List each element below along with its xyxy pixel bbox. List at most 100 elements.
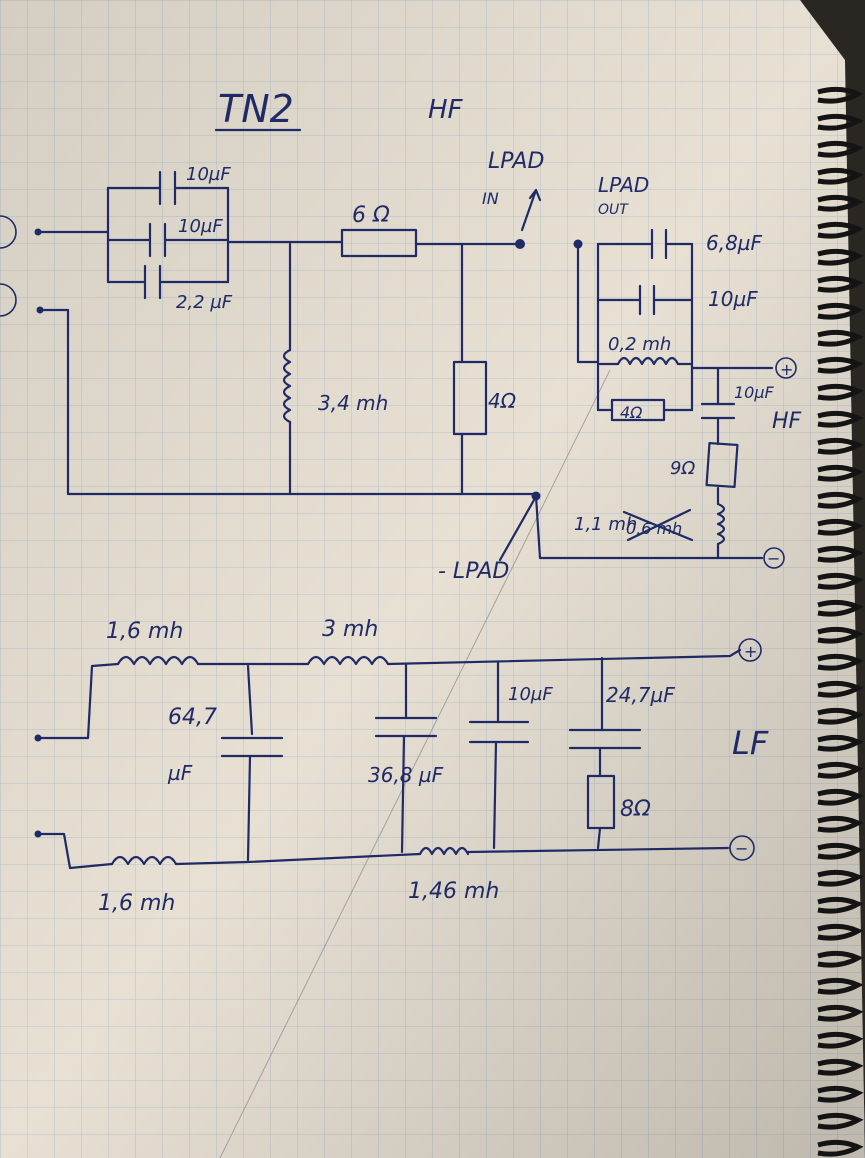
inductor-1-6mh-top [116,655,200,666]
inductor-label: 0,2 mh [608,334,671,355]
inductor-1-6mh-bottom [110,855,178,866]
plus-sign: + [780,360,793,379]
spiral-coil [817,1085,864,1103]
resistor-label: 4Ω [620,403,643,422]
wire [492,740,498,850]
capacitor-24-7uf [568,728,642,750]
capacitor-10uf [596,284,694,316]
wire [246,664,254,736]
hf-minus-terminal [763,547,785,569]
lpad-minus-label: - LPAD [438,559,509,584]
spiral-coil [817,869,864,887]
hf-return-bus [38,308,538,496]
cap-label: 10µF [508,684,553,705]
spiral-coil [817,194,864,212]
cap-label: 10µF [708,287,758,311]
inductor-label: 1,6 mh [98,891,175,916]
capacitor-hf-2 [106,222,230,258]
hf-input-terminal-top [0,215,17,249]
lpad-in-label: IN [482,189,499,208]
page-title: TN2 [218,87,294,131]
spiral-coil [817,923,864,941]
plus-sign: + [744,642,757,661]
spiral-coil [817,599,864,617]
spiral-coil [817,221,864,239]
capacitor-hf-1 [106,170,230,206]
spiral-coil [817,167,864,185]
cap-label: 10µF [186,164,231,185]
spiral-coil [817,410,864,428]
hf-input-terminal-bottom [0,283,17,317]
wire [174,852,422,866]
spiral-coil [817,140,864,158]
wire [596,826,602,850]
cap-label: 10µF [734,383,775,402]
inductor-0-2mh [596,356,694,366]
lpad-in-node [515,239,525,249]
lf-minus-terminal [729,835,755,861]
lf-plus-terminal [738,638,762,662]
spiral-coil [817,248,864,266]
resistor-9-ohm [705,441,739,489]
lf-bottom-rail [466,846,730,854]
spiral-coil [817,734,864,752]
inductor-label: 1,6 mh [106,619,183,644]
spiral-coil [817,437,864,455]
capacitor-6-8uf [596,228,694,260]
cap-label: 10µF [178,216,223,237]
crossed-out-mark [622,508,694,542]
hf-heading: HF [428,95,464,125]
spiral-coil [817,896,864,914]
resistor-label: 8Ω [620,797,651,822]
spiral-coil [817,653,864,671]
spiral-coil [817,977,864,995]
capacitor-64-7uf [220,736,284,758]
inductor-1-46mh [418,846,470,856]
spiral-coil [817,383,864,401]
spiral-coil [817,950,864,968]
spiral-coil [817,86,864,104]
spiral-binding [817,86,864,1157]
lf-section: 1,6 mh 3 mh + 64,7 µF 36,8 µF 10µF 24,7µ… [34,617,769,916]
cap-label: 36,8 µF [368,763,444,787]
cap-label: 24,7µF [606,683,675,707]
minus-sign: − [767,549,780,568]
spiral-coil [817,329,864,347]
wire [400,734,406,854]
spiral-coil [817,572,864,590]
inductor-label: 3,4 mh [318,391,388,415]
wire [36,832,114,870]
spiral-coil [817,545,864,563]
inductor-label: 3 mh [322,617,378,642]
cap-unit-label: µF [167,761,193,785]
inductor-label: 1,46 mh [408,879,499,904]
inductor-label: 1,1 mh [574,514,637,535]
hf-minus-wire [534,494,764,560]
cap-label: 64,7 [168,705,217,730]
cap-bank-bus [106,186,230,284]
spiral-coil [817,1112,864,1130]
wire [246,754,252,862]
spiral-coil [817,842,864,860]
capacitor-10uf-lf [468,720,530,744]
out-bus [596,242,694,412]
hf-plus-terminal [775,357,797,379]
resistor-out-4-ohm [610,398,666,422]
lpad-out-label: LPAD [598,173,649,197]
spiral-coil [817,788,864,806]
hf-section: TN2 HF 10µF 10µF 2,2 µF 6 Ω [0,87,802,584]
spiral-coil [817,626,864,644]
capacitor-36-8uf [374,716,438,738]
spiral-coil [817,815,864,833]
lf-heading: LF [732,724,769,762]
lpad-minus-lead [498,498,536,562]
spiral-coil [817,113,864,131]
spiral-coil [817,302,864,320]
inductor-3mh [306,655,390,666]
spiral-coil [817,1139,864,1157]
spiral-coil [817,680,864,698]
resistor-4-ohm [452,360,488,436]
spiral-coil [817,275,864,293]
